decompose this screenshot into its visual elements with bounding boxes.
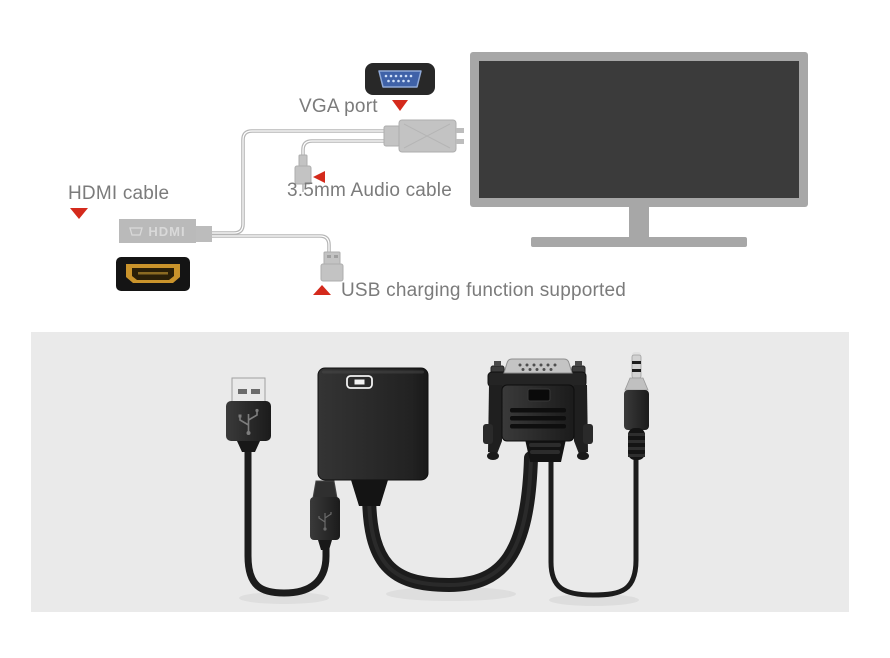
- arrow-up-icon: [313, 285, 331, 295]
- arrow-down-icon: [70, 208, 88, 219]
- hdmi-cable-label: HDMI cable: [68, 183, 170, 204]
- hdmi-cable-plug: HDMI: [119, 219, 196, 243]
- vga-pins: [518, 363, 557, 371]
- vga-connector: [483, 358, 593, 462]
- micro-usb-connector: [310, 480, 340, 550]
- arrow-left-icon: [313, 171, 325, 183]
- hdmi-logo-icon: [129, 226, 144, 236]
- audio-cable-line: [301, 139, 390, 160]
- hdmi-connector-icon: [116, 257, 190, 291]
- product-photo: [31, 332, 849, 612]
- connection-diagram: VGA port 3.5mm Audio cable HDMI cable US…: [0, 0, 890, 322]
- usb-trident-icon: [239, 412, 258, 432]
- vga-port-label: VGA port: [299, 96, 378, 117]
- usb-charging-label: USB charging function supported: [341, 280, 627, 301]
- product-shadow: [239, 587, 639, 606]
- hdmi-vga-adapter-box: [317, 367, 429, 506]
- hdmi-cable-line: [212, 129, 390, 235]
- usb-a-connector: [226, 377, 271, 452]
- vga-port-icon: [365, 63, 435, 95]
- hdmi-box-connector-nub: [195, 226, 212, 242]
- monitor-port-icon: [346, 375, 373, 389]
- audio-cable-label: 3.5mm Audio cable: [287, 180, 452, 201]
- diagram-artwork: [70, 52, 808, 295]
- usb-cable: [244, 436, 330, 597]
- usb-cable-line: [212, 234, 331, 256]
- audio-jack-connector: [624, 352, 649, 460]
- vga-dsub-shell: [503, 358, 573, 374]
- audio-cable: [548, 447, 639, 598]
- usb-plug-icon: [320, 251, 344, 282]
- audio-plug-icon: [294, 154, 312, 192]
- arrow-down-icon: [392, 100, 408, 111]
- vga-plug-icon: [383, 119, 464, 153]
- usb-trident-icon: [318, 512, 332, 528]
- hdmi-box-label: HDMI: [148, 223, 186, 239]
- product-artwork: [226, 352, 649, 606]
- vga-main-cable-sheen: [367, 457, 533, 588]
- monitor-icon: [470, 52, 808, 247]
